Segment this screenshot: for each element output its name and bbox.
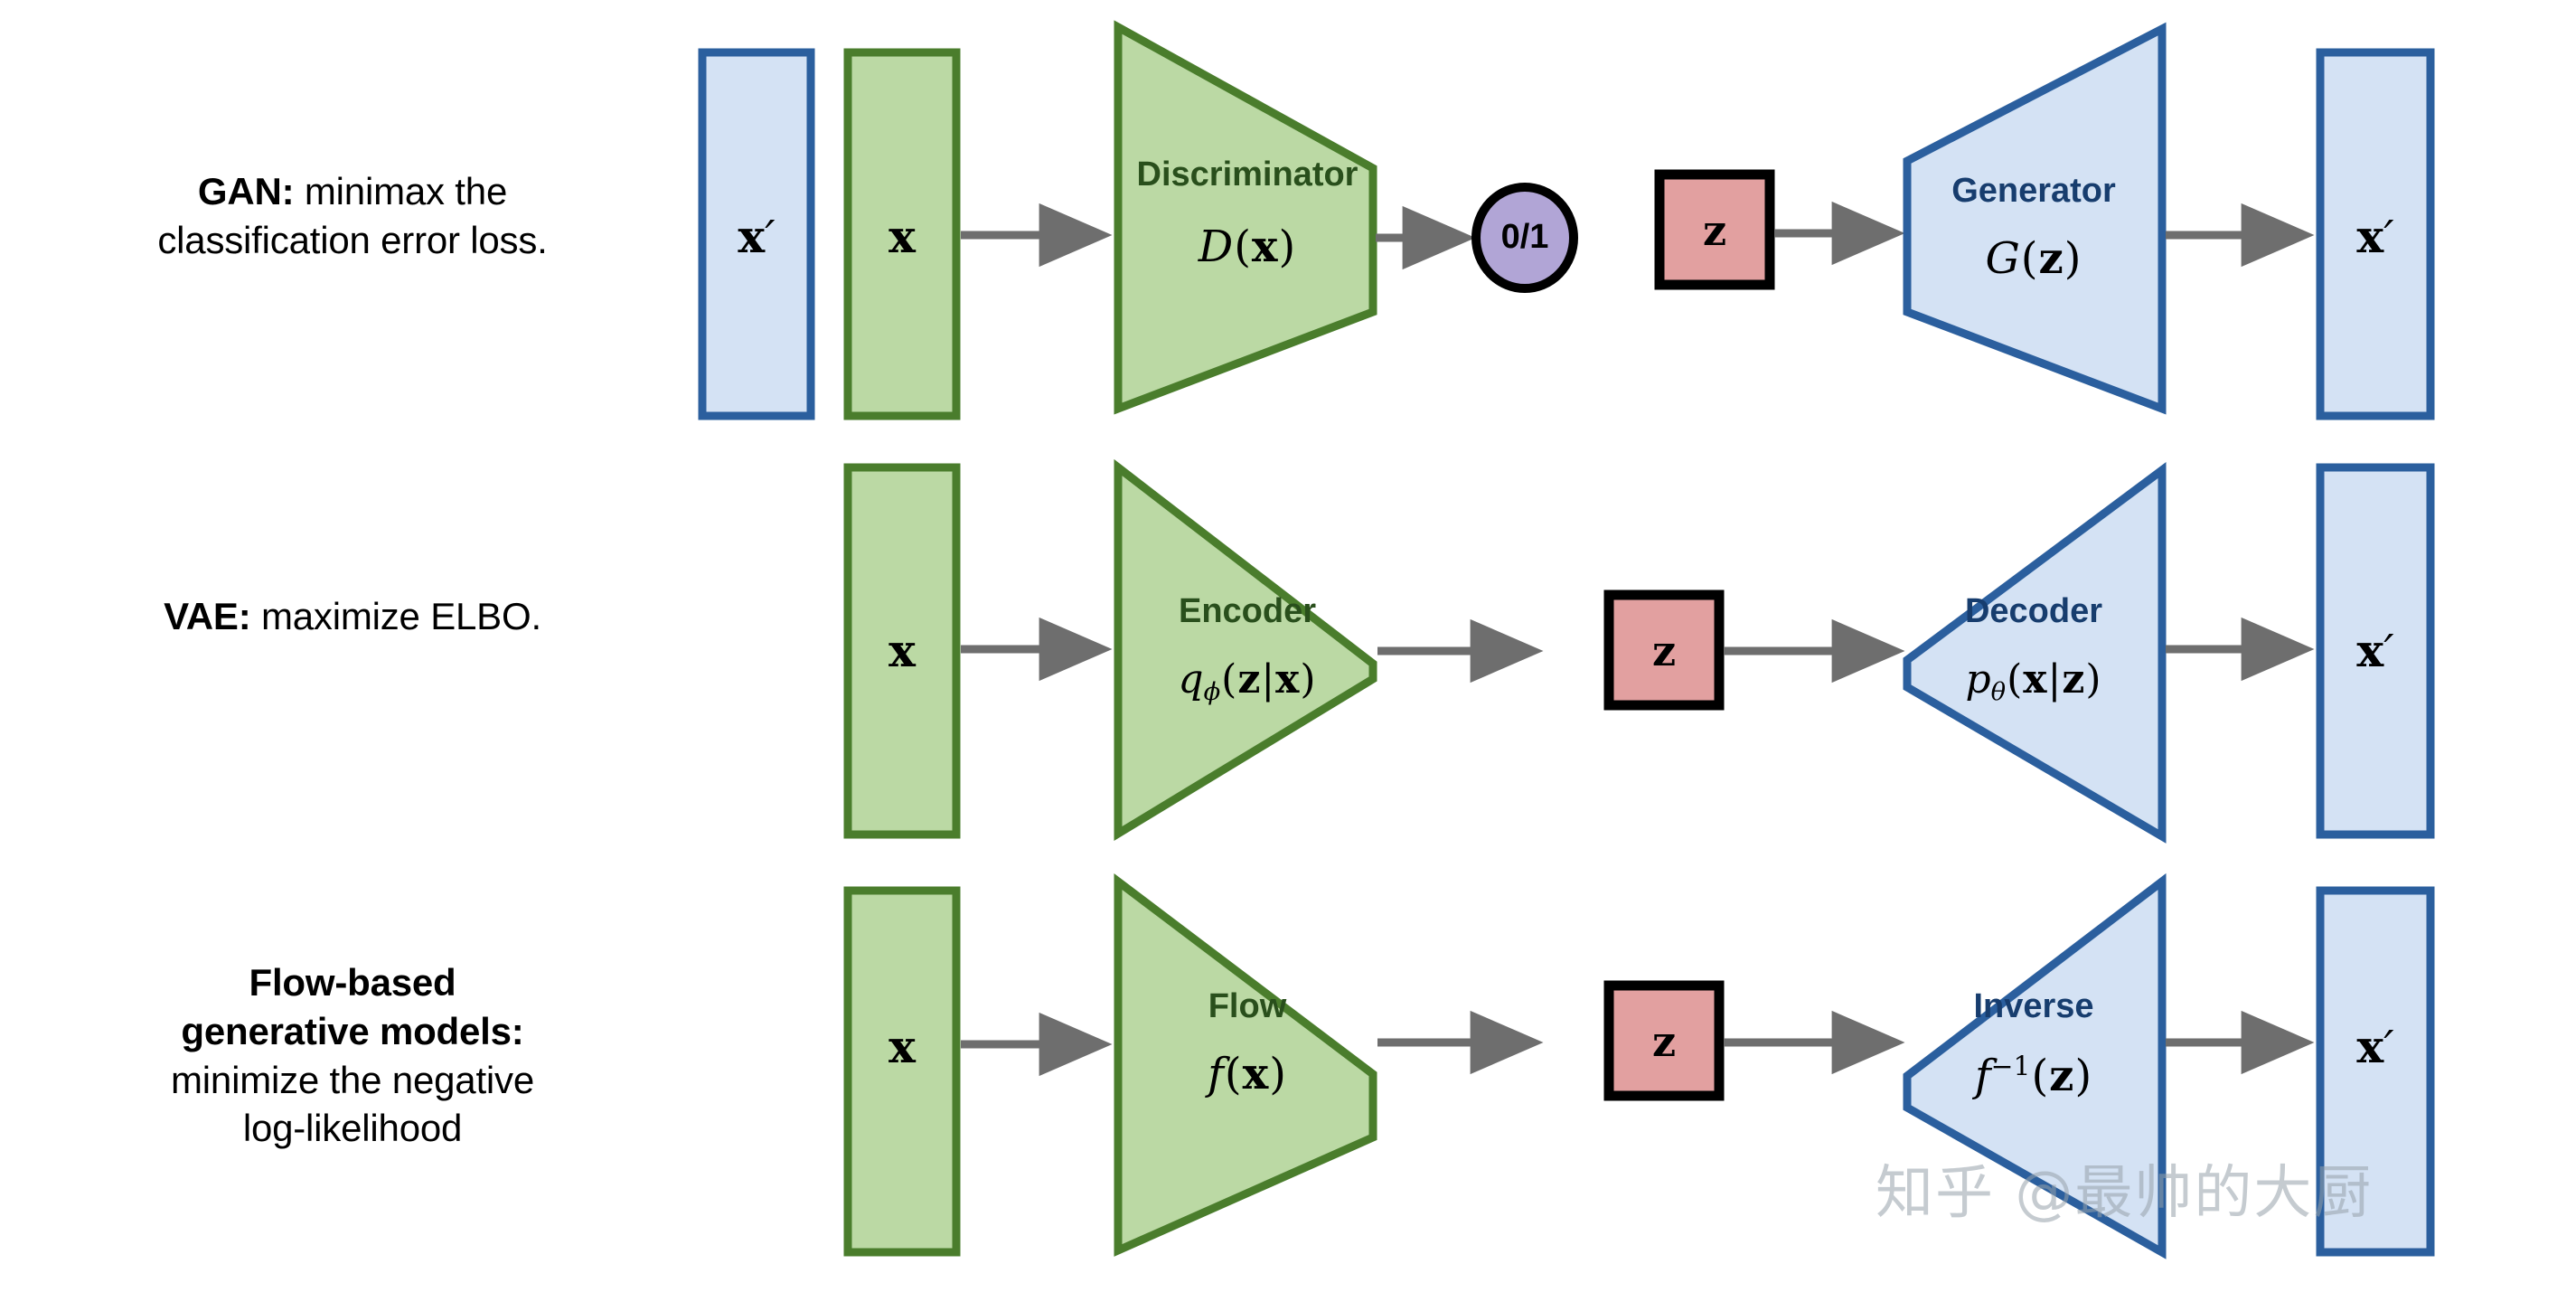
caption-vae: VAE: maximize ELBO. [54,592,651,641]
vae-z-latent-box [1603,589,1725,711]
caption-flow-line3: minimize the negative [171,1058,534,1101]
gan-x-input-box [843,48,961,420]
caption-gan-line2: classification error loss. [157,218,548,261]
caption-gan: GAN: minimax the classification error lo… [54,167,651,265]
vae-x-prime-output-box [2316,463,2435,839]
gan-binary-output-circle [1471,183,1578,293]
flow-z-latent-box [1603,980,1725,1101]
caption-flow-line2: generative models: [181,1009,524,1052]
caption-flow: Flow-based generative models: minimize t… [54,958,651,1153]
gan-x-prime-output-box [2316,48,2435,420]
vae-x-input-box [843,463,961,839]
row-flow [843,872,2435,1259]
row-vae [843,458,2435,844]
caption-flow-line1: Flow-based [249,961,456,1004]
row-gan [698,20,2435,420]
caption-flow-line4: log-likelihood [242,1107,463,1150]
flow-inverse-shape [1903,872,2167,1259]
caption-gan-line1-rest: minimax the [294,170,508,212]
vae-encoder-shape [1114,458,1377,841]
flow-flow-shape [1114,872,1377,1257]
flow-x-input-box [843,886,961,1257]
vae-decoder-shape [1903,462,2167,844]
gan-z-latent-box [1654,169,1775,290]
caption-vae-bold: VAE: [164,595,251,637]
caption-gan-bold: GAN: [197,170,295,212]
flow-x-prime-output-box [2316,886,2435,1257]
caption-vae-rest: maximize ELBO. [250,595,541,637]
gan-generator-shape [1903,22,2167,415]
gan-x-prime-input-box [698,48,815,420]
gan-discriminator-shape [1114,20,1377,415]
